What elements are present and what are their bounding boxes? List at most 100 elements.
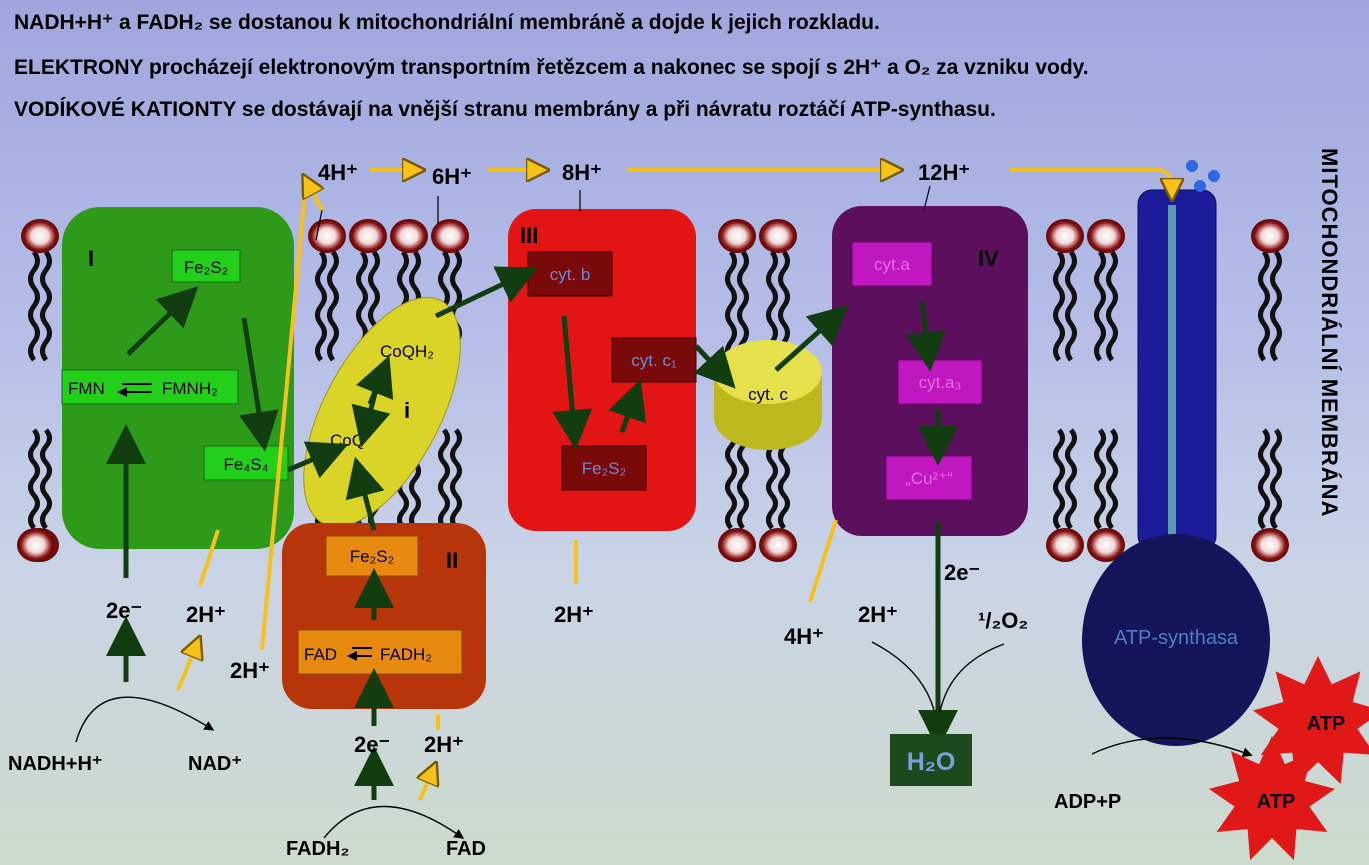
atp-star-1 — [1253, 656, 1369, 784]
nad-label: NAD⁺ — [188, 753, 242, 775]
fad-label: FAD — [304, 645, 337, 664]
proton-label-2: 2H⁺ — [230, 658, 270, 683]
lipid-head — [390, 219, 428, 253]
complex-iii: III cyt. b cyt. c₁ Fe₂S₂ — [508, 209, 697, 531]
lipid-tail — [725, 250, 737, 362]
lipid-tail — [725, 428, 737, 530]
proton-label-5: 4H⁺ — [784, 624, 824, 649]
complex-iii-numeral: III — [520, 223, 538, 248]
proton-label-6: 2H⁺ — [858, 602, 898, 627]
fadh2-bottom-label: FADH₂ — [286, 838, 349, 860]
fe2s2-iii-label: Fe₂S₂ — [582, 459, 626, 478]
lipid-tail — [40, 250, 52, 362]
electrons-label-3: 2e⁻ — [944, 560, 980, 585]
proton-label-4: 2H⁺ — [554, 602, 594, 627]
electrons-label-2: 2e⁻ — [354, 732, 390, 757]
proton-count-4: 12H⁺ — [918, 160, 970, 185]
membrane-side-label: MITOCHONDRIÁLNÍ MEMBRÁNA — [1317, 148, 1342, 517]
fmn-label: FMN — [68, 379, 105, 398]
lipid-head — [17, 528, 55, 562]
proton-count-1: 4H⁺ — [318, 160, 358, 185]
oxygen-label: ¹/₂O₂ — [978, 608, 1028, 633]
complex-i-numeral: I — [88, 246, 94, 271]
lipid-tail — [1053, 428, 1065, 530]
cytochrome-c: cyt. c — [714, 340, 822, 450]
lipid-tail — [1094, 250, 1106, 362]
cu-label: „Cu²⁺“ — [905, 469, 953, 488]
water-product: H₂O — [890, 734, 972, 786]
cyta3-label: cyt.a₃ — [919, 373, 962, 392]
lipid-tail — [315, 250, 327, 362]
reaction-curves — [75, 641, 1253, 839]
atp-label-2: ATP — [1257, 791, 1296, 813]
lipid-tail — [1053, 250, 1065, 362]
lipid-tail — [1065, 428, 1077, 530]
lipid-tail — [1258, 428, 1270, 530]
complex-ii-numeral: II — [446, 548, 458, 573]
complex-i: I Fe₂S₂ FMN FMNH₂ Fe₄S₄ — [61, 207, 294, 549]
proton-count-3: 8H⁺ — [562, 160, 602, 185]
lipid-tail — [1065, 250, 1077, 362]
fe2s2-ii-label: Fe₂S₂ — [350, 547, 394, 566]
coq-label: CoQ — [330, 431, 365, 450]
ubiquinone-letter: i — [404, 398, 410, 423]
lipid-tail — [1270, 250, 1282, 362]
lipid-head — [21, 219, 59, 253]
fmnh2-label: FMNH₂ — [162, 379, 218, 398]
lipid-tail — [1270, 428, 1282, 530]
header-line-1: NADH+H⁺ a FADH₂ se dostanou k mitochondr… — [14, 11, 880, 34]
water-label: H₂O — [907, 748, 956, 776]
proton-count-2: 6H⁺ — [432, 164, 472, 189]
lipid-tail — [450, 428, 462, 530]
lipid-head — [1087, 219, 1125, 253]
atp-synthase-label: ATP-synthasa — [1114, 627, 1239, 649]
nadh-label: NADH+H⁺ — [8, 753, 102, 775]
proton-flow-arrows — [176, 170, 1172, 801]
lipid-head — [431, 219, 469, 253]
lipid-head — [1046, 219, 1084, 253]
header-line-2: ELEKTRONY procházejí elektronovým transp… — [14, 56, 1089, 79]
complex-iv: IV cyt.a cyt.a₃ „Cu²⁺“ — [832, 206, 1028, 536]
fadh2-label: FADH₂ — [380, 645, 432, 664]
lipid-head — [349, 219, 387, 253]
atp-synthase: ATP-synthasa — [1082, 160, 1270, 746]
coqh2-label: CoQH₂ — [380, 342, 434, 361]
atp-stars: ATP ATP — [1209, 656, 1369, 861]
fe2s2-label: Fe₂S₂ — [184, 258, 228, 277]
cytb-label: cyt. b — [550, 265, 591, 284]
cytc-label: cyt. c — [748, 385, 788, 404]
proton-label-3: 2H⁺ — [424, 732, 464, 757]
electrons-label-1: 2e⁻ — [106, 598, 142, 623]
lipid-head — [718, 528, 756, 562]
lipid-head — [1087, 528, 1125, 562]
atp-star-2 — [1209, 736, 1335, 861]
lipid-tail — [1106, 428, 1118, 530]
cytc1-label: cyt. c₁ — [631, 351, 677, 370]
lipid-tail — [28, 250, 40, 362]
fad-bottom-label: FAD — [446, 838, 486, 860]
header-line-3: VODÍKOVÉ KATIONTY se dostávají na vnější… — [14, 98, 996, 121]
lipid-head — [759, 219, 797, 253]
proton-label-1: 2H⁺ — [186, 602, 226, 627]
membrane-crossing-lines — [315, 185, 931, 241]
lipid-tail — [438, 428, 450, 530]
atp-label-1: ATP — [1307, 713, 1346, 735]
lipid-head — [1046, 528, 1084, 562]
adp-label: ADP+P — [1054, 791, 1121, 813]
lipid-tail — [40, 428, 52, 530]
lipid-head — [1251, 528, 1289, 562]
complex-iv-numeral: IV — [978, 246, 999, 271]
fe4s4-label: Fe₄S₄ — [223, 455, 268, 474]
lipid-tail — [1094, 428, 1106, 530]
lipid-tail — [1258, 250, 1270, 362]
lipid-tail — [28, 428, 40, 530]
cyta-label: cyt.a — [874, 255, 910, 274]
complex-ii: II Fe₂S₂ FAD FADH₂ — [282, 523, 486, 709]
lipid-tail — [327, 250, 339, 362]
electron-flow-arrows — [106, 266, 958, 800]
lipid-head — [759, 528, 797, 562]
lipid-head — [718, 219, 756, 253]
lipid-head — [308, 219, 346, 253]
lipid-tail — [1106, 250, 1118, 362]
